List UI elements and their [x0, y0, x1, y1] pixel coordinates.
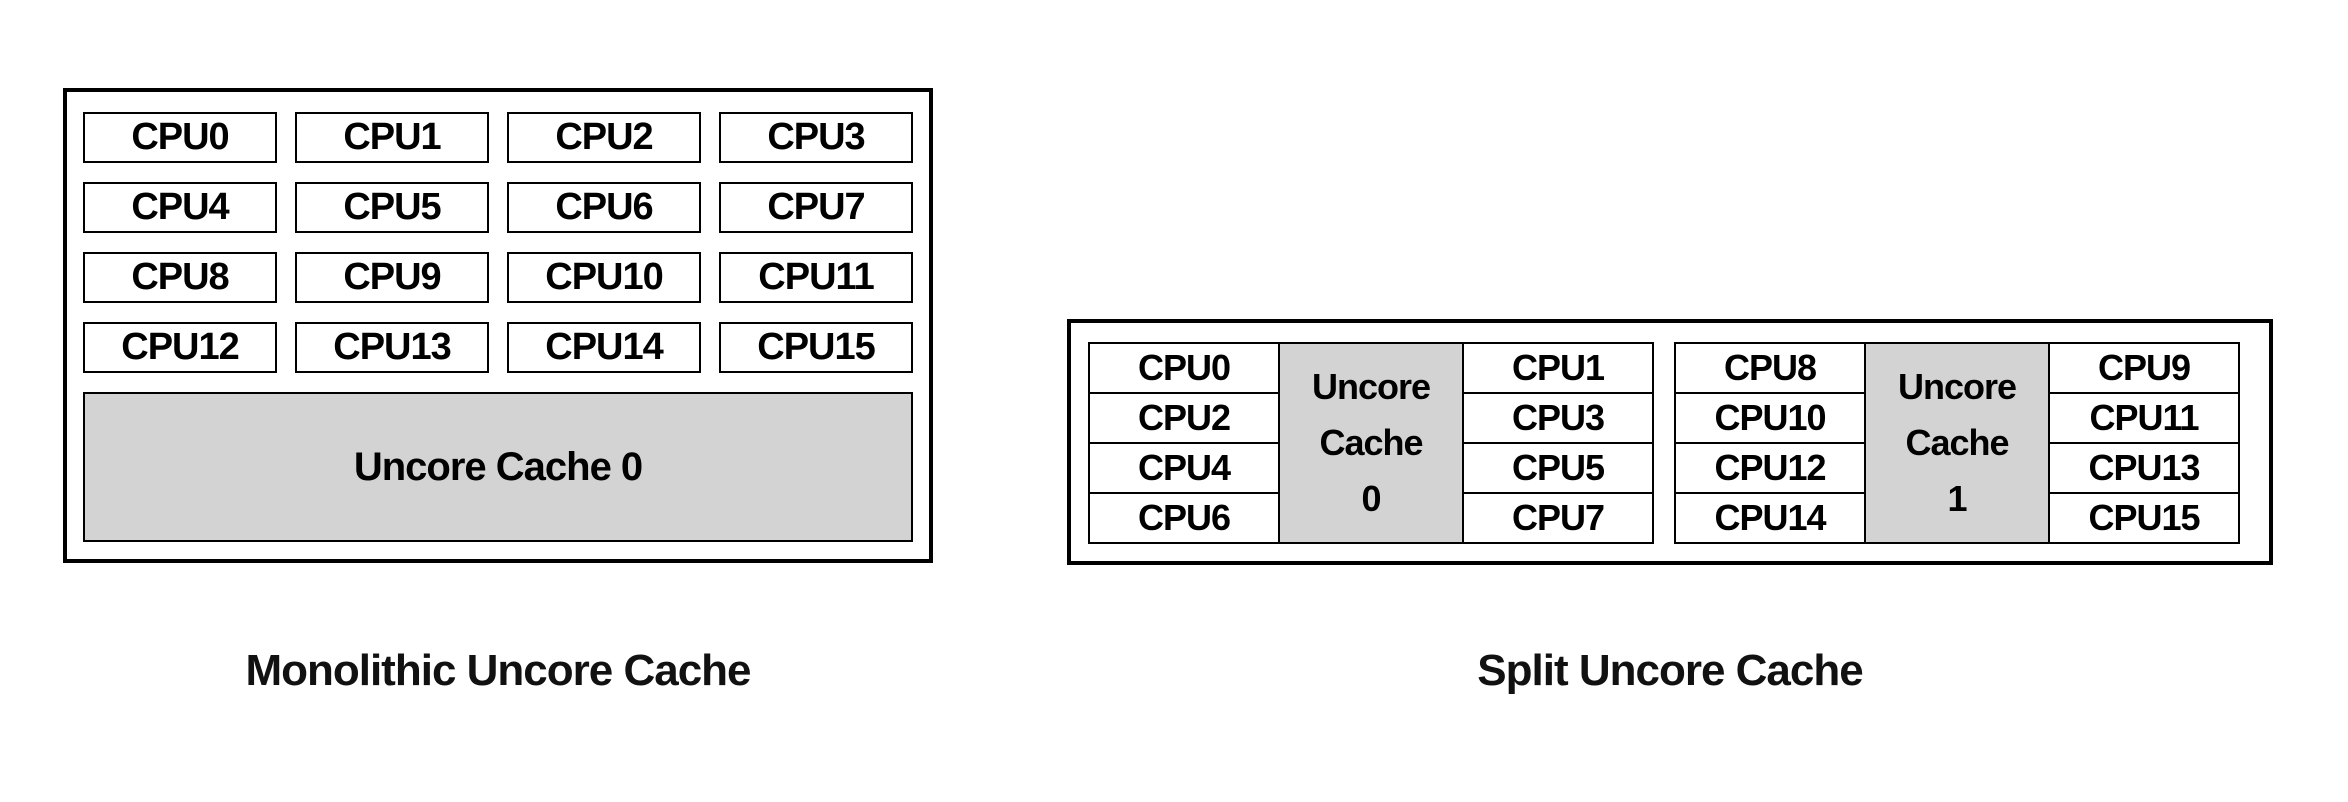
cpu-cell: CPU1: [1462, 342, 1654, 394]
cache-label-line: 1: [1947, 478, 1967, 519]
monolithic-cpu-grid: CPU0 CPU1 CPU2 CPU3 CPU4 CPU5 CPU6 CPU7 …: [83, 112, 913, 373]
cpu-cell: CPU6: [1088, 492, 1280, 544]
cpu-box: CPU5: [295, 182, 489, 233]
cpu-cell: CPU4: [1088, 442, 1280, 494]
cpu-box: CPU9: [295, 252, 489, 303]
cpu-cell: CPU3: [1462, 392, 1654, 444]
cpu-box: CPU0: [83, 112, 277, 163]
cpu-box: CPU6: [507, 182, 701, 233]
cpu-cell: CPU7: [1462, 492, 1654, 544]
cpu-cell: CPU11: [2048, 392, 2240, 444]
cache-label-line: 0: [1361, 478, 1381, 519]
cpu-box: CPU12: [83, 322, 277, 373]
cpu-cell: CPU13: [2048, 442, 2240, 494]
cpu-cell: CPU10: [1674, 392, 1866, 444]
cpu-cell: CPU0: [1088, 342, 1280, 394]
cpu-box: CPU10: [507, 252, 701, 303]
cpu-box: CPU15: [719, 322, 913, 373]
cpu-box: CPU2: [507, 112, 701, 163]
cpu-box: CPU4: [83, 182, 277, 233]
cache-label-line: Cache: [1319, 422, 1423, 463]
cpu-cell: CPU8: [1674, 342, 1866, 394]
cpu-cell: CPU9: [2048, 342, 2240, 394]
split-caption: Split Uncore Cache: [1477, 646, 1863, 695]
cpu-box: CPU14: [507, 322, 701, 373]
monolithic-diagram: CPU0 CPU1 CPU2 CPU3 CPU4 CPU5 CPU6 CPU7 …: [63, 88, 933, 563]
cpu-cell: CPU14: [1674, 492, 1866, 544]
cache-label-line: Uncore: [1897, 366, 2017, 407]
cpu-cell: CPU15: [2048, 492, 2240, 544]
split-group-0: CPU0 Uncore Cache 0 CPU1 CPU2 CPU3 CPU4 …: [1088, 342, 1654, 544]
cache-label-line: Cache: [1905, 422, 2009, 463]
split-diagram: CPU0 Uncore Cache 0 CPU1 CPU2 CPU3 CPU4 …: [1067, 319, 2273, 565]
cpu-box: CPU1: [295, 112, 489, 163]
uncore-cache-0-cell: Uncore Cache 0: [1278, 342, 1464, 544]
cpu-box: CPU11: [719, 252, 913, 303]
cpu-cell: CPU2: [1088, 392, 1280, 444]
cpu-box: CPU3: [719, 112, 913, 163]
cpu-box: CPU13: [295, 322, 489, 373]
uncore-cache-1-cell: Uncore Cache 1: [1864, 342, 2050, 544]
cpu-cell: CPU12: [1674, 442, 1866, 494]
uncore-cache-0-box: Uncore Cache 0: [83, 392, 913, 542]
cache-label-line: Uncore: [1311, 366, 1431, 407]
cpu-box: CPU8: [83, 252, 277, 303]
cpu-cell: CPU5: [1462, 442, 1654, 494]
split-group-1: CPU8 Uncore Cache 1 CPU9 CPU10 CPU11 CPU…: [1674, 342, 2240, 544]
monolithic-caption: Monolithic Uncore Cache: [245, 646, 751, 695]
cpu-box: CPU7: [719, 182, 913, 233]
